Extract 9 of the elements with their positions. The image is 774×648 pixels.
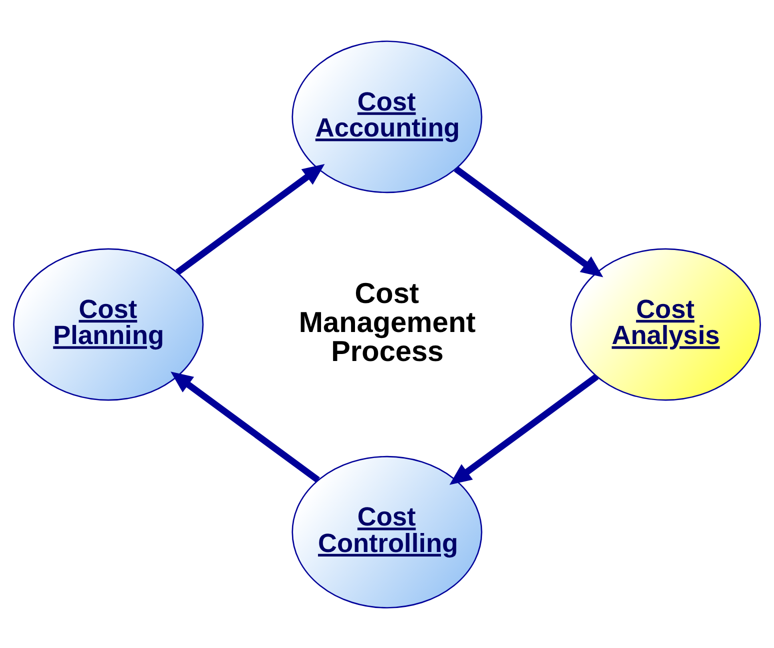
arrow <box>170 371 320 482</box>
node-ellipse: Cost Accounting <box>292 40 482 193</box>
node-ellipse: Cost Analysis <box>570 248 761 400</box>
arrow <box>454 166 604 277</box>
arrow <box>175 163 325 275</box>
label: Cost Management Process <box>298 277 476 368</box>
node-ellipse: Cost Planning <box>13 248 204 400</box>
arrow <box>449 373 599 484</box>
node-ellipse: Cost Controlling <box>292 455 482 608</box>
